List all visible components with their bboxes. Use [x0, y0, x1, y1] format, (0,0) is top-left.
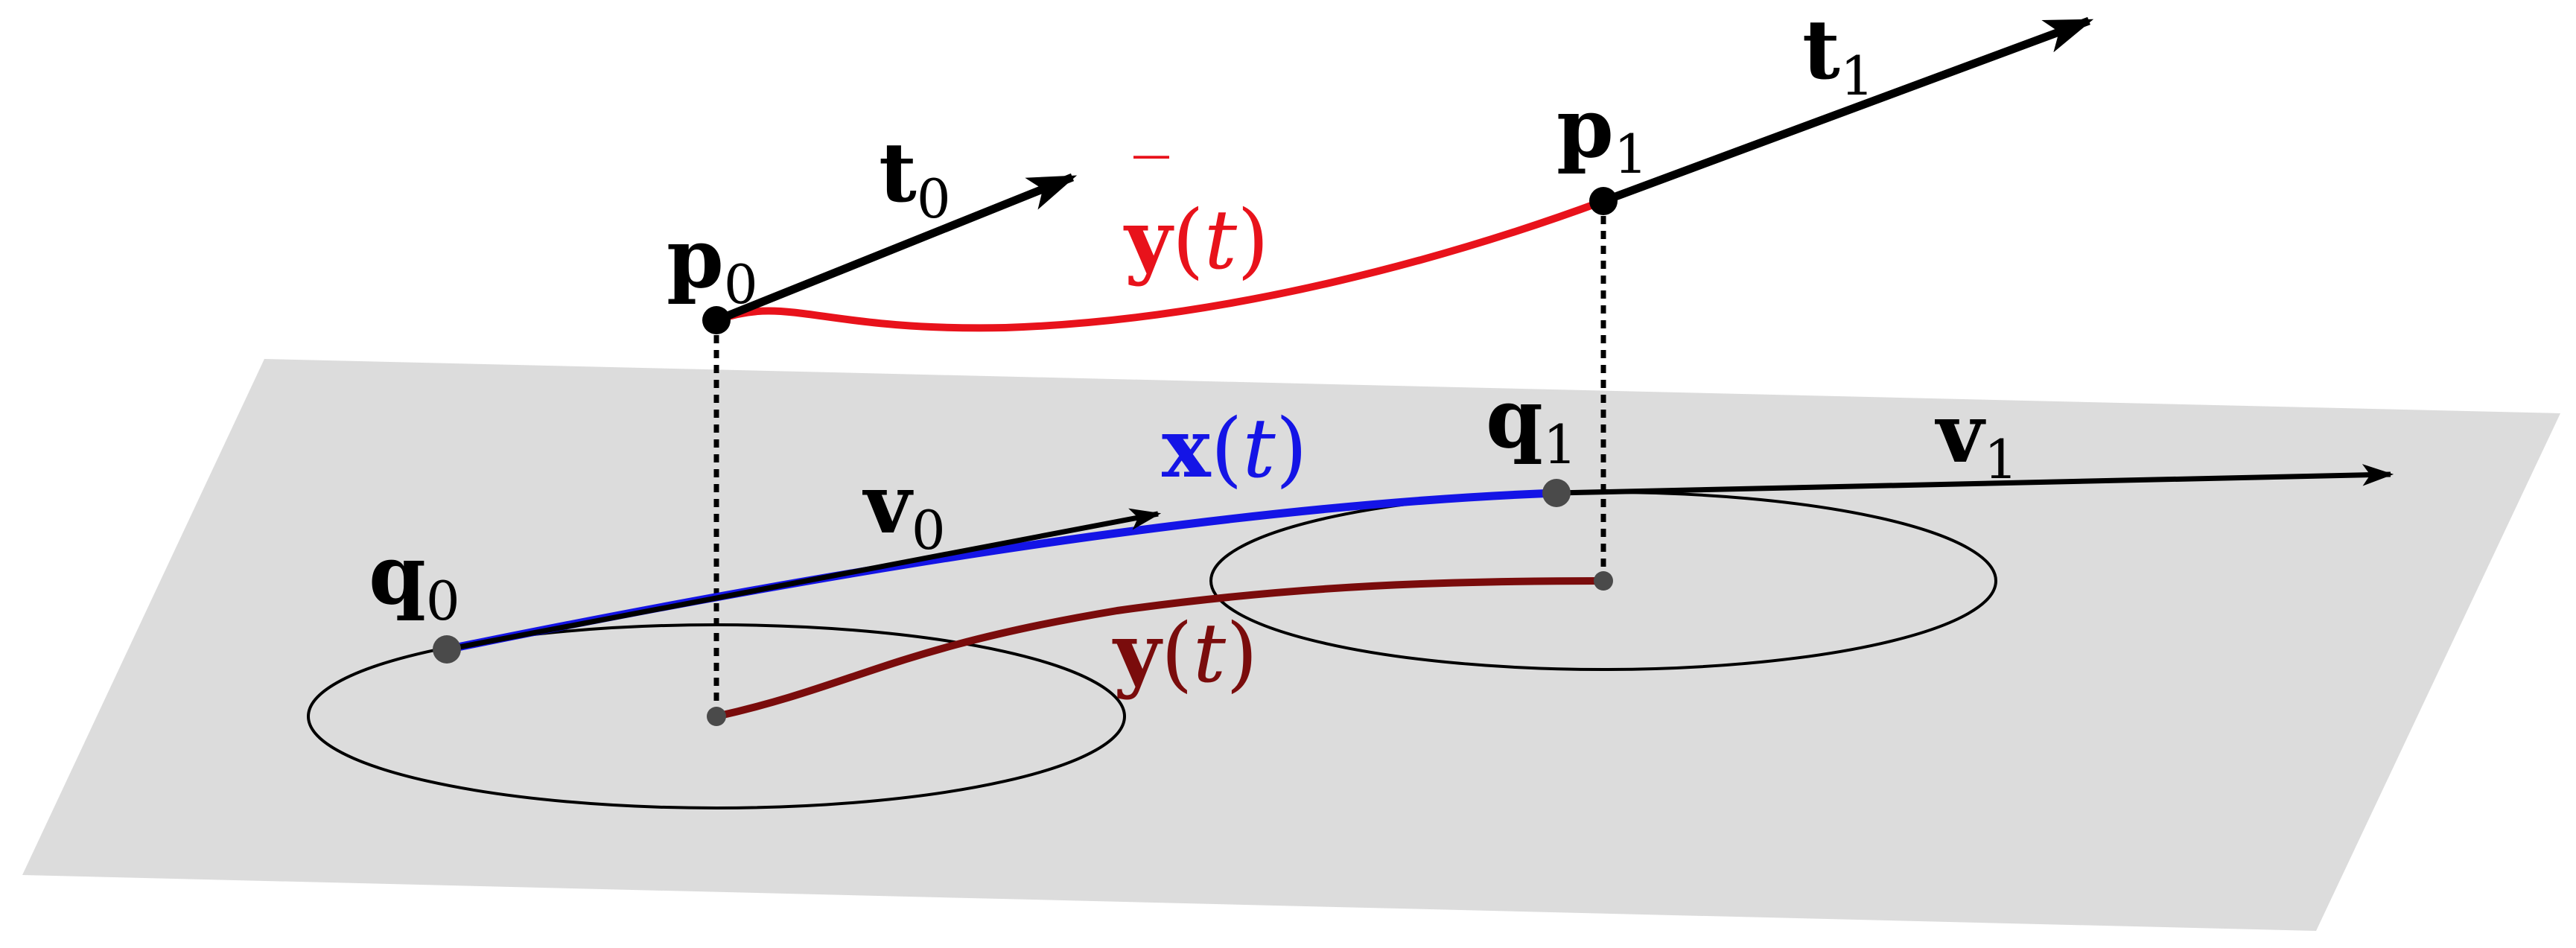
label-q0-main: q	[369, 527, 426, 623]
label-t1: t1	[1802, 1, 1874, 107]
label-v1: v1	[1935, 385, 2018, 491]
label-q0: q0	[369, 527, 460, 632]
label-ybar-open: (	[1172, 192, 1204, 287]
label-q0-sub: 0	[426, 570, 460, 632]
label-x-arg: t	[1243, 401, 1276, 496]
label-ybar-close: )	[1237, 192, 1269, 287]
curve-ybar	[713, 197, 1607, 332]
label-y-close: )	[1226, 605, 1258, 701]
label-v1-main: v	[1935, 385, 1986, 481]
label-p1-sub: 1	[1614, 123, 1648, 185]
label-y: y(t)	[1112, 605, 1258, 701]
label-t1-main: t	[1802, 1, 1840, 98]
curve-y	[713, 577, 1607, 720]
label-ybar: y(t)	[1123, 191, 1269, 287]
point-p1-projection	[1594, 571, 1613, 591]
point-q1	[1542, 479, 1571, 507]
label-y-open: (	[1161, 605, 1193, 701]
label-ybar-overbar: ‾	[1133, 144, 1169, 227]
label-ybar-arg: t	[1204, 192, 1238, 287]
label-x-open: (	[1211, 401, 1243, 496]
label-x-close: )	[1276, 401, 1308, 496]
label-t1-sub: 1	[1840, 45, 1874, 107]
label-v0-sub: 0	[912, 499, 946, 562]
label-p0-main: p	[667, 210, 724, 306]
label-x: x(t)	[1162, 400, 1308, 496]
label-t0-sub: 0	[917, 168, 951, 230]
label-x-main: x	[1162, 400, 1212, 496]
label-q1-sub: 1	[1543, 413, 1577, 476]
label-ybar-main: y	[1123, 191, 1174, 287]
label-v1-sub: 1	[1984, 428, 2018, 491]
point-p0	[702, 306, 731, 334]
vector-t0-arrow	[714, 173, 1078, 325]
vector-v0-arrow	[446, 508, 1162, 652]
label-p0: p0	[667, 210, 758, 316]
label-p1: p1	[1556, 80, 1648, 185]
vector-v1-arrow	[1556, 464, 2394, 496]
label-y-main: y	[1112, 605, 1163, 701]
point-q0	[433, 635, 461, 664]
vector-t1-arrow	[1602, 16, 2094, 206]
label-q1-main: q	[1486, 370, 1543, 466]
label-y-arg: t	[1193, 605, 1227, 701]
label-t0-main: t	[879, 124, 917, 220]
label-v0: v0	[862, 456, 946, 562]
ground-plane	[22, 359, 2560, 931]
point-p1	[1589, 187, 1618, 215]
label-q1: q1	[1486, 370, 1577, 476]
label-v0-main: v	[862, 456, 914, 552]
point-p0-projection	[707, 707, 726, 726]
label-p0-sub: 0	[724, 253, 758, 316]
label-p1-main: p	[1556, 80, 1614, 176]
label-t0: t0	[879, 124, 951, 230]
